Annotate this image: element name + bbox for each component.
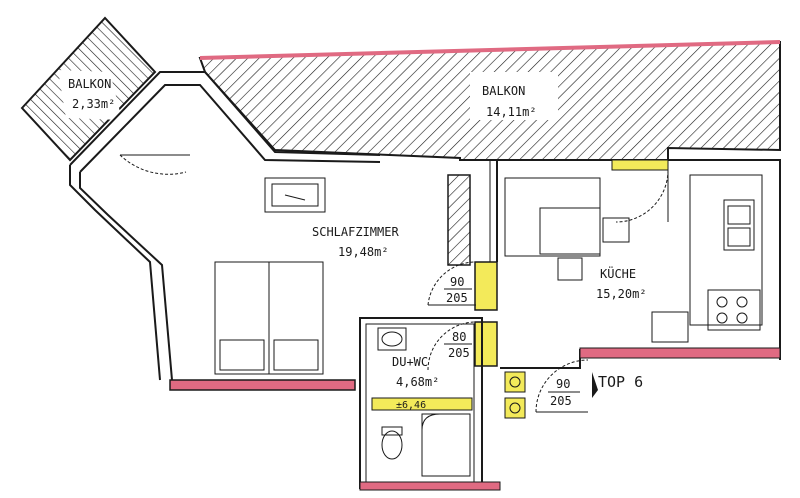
door-3-height: 205	[550, 394, 572, 408]
door-1	[427, 261, 477, 306]
balcony-top-name: BALKON	[482, 84, 525, 98]
door-3-width: 90	[556, 377, 570, 391]
balcony-left-name: BALKON	[68, 77, 111, 91]
balcony-left-area: 2,33m²	[72, 97, 115, 111]
unit-label: TOP 6	[598, 373, 643, 391]
door-2-width: 80	[452, 330, 466, 344]
bathroom	[359, 317, 501, 491]
bathroom-level: ±6,46	[396, 400, 426, 411]
bedroom-outer-walls	[69, 71, 381, 381]
bathroom-name: DU+WC	[392, 355, 428, 369]
double-bed	[214, 261, 324, 375]
balcony-top-area: 14,11m²	[486, 105, 537, 119]
kitchen-area: 15,20m²	[596, 287, 647, 301]
bedroom-kitchen-wall	[447, 160, 498, 367]
balcony-top	[198, 40, 781, 161]
entrance-arrow-icon	[592, 372, 598, 398]
bedroom-name: SCHLAFZIMMER	[312, 225, 399, 239]
kitchen	[497, 159, 781, 419]
door-2-height: 205	[448, 346, 470, 360]
desk	[264, 177, 326, 213]
door-3	[535, 359, 589, 413]
balcony-left	[20, 16, 157, 162]
bedroom-area: 19,48m²	[338, 245, 389, 259]
bedroom-bottom-wall	[169, 379, 356, 391]
door-2	[427, 321, 477, 371]
kitchen-name: KÜCHE	[600, 265, 636, 281]
door-1-width: 90	[450, 275, 464, 289]
door-1-height: 205	[446, 291, 468, 305]
bathroom-area: 4,68m²	[396, 375, 439, 389]
